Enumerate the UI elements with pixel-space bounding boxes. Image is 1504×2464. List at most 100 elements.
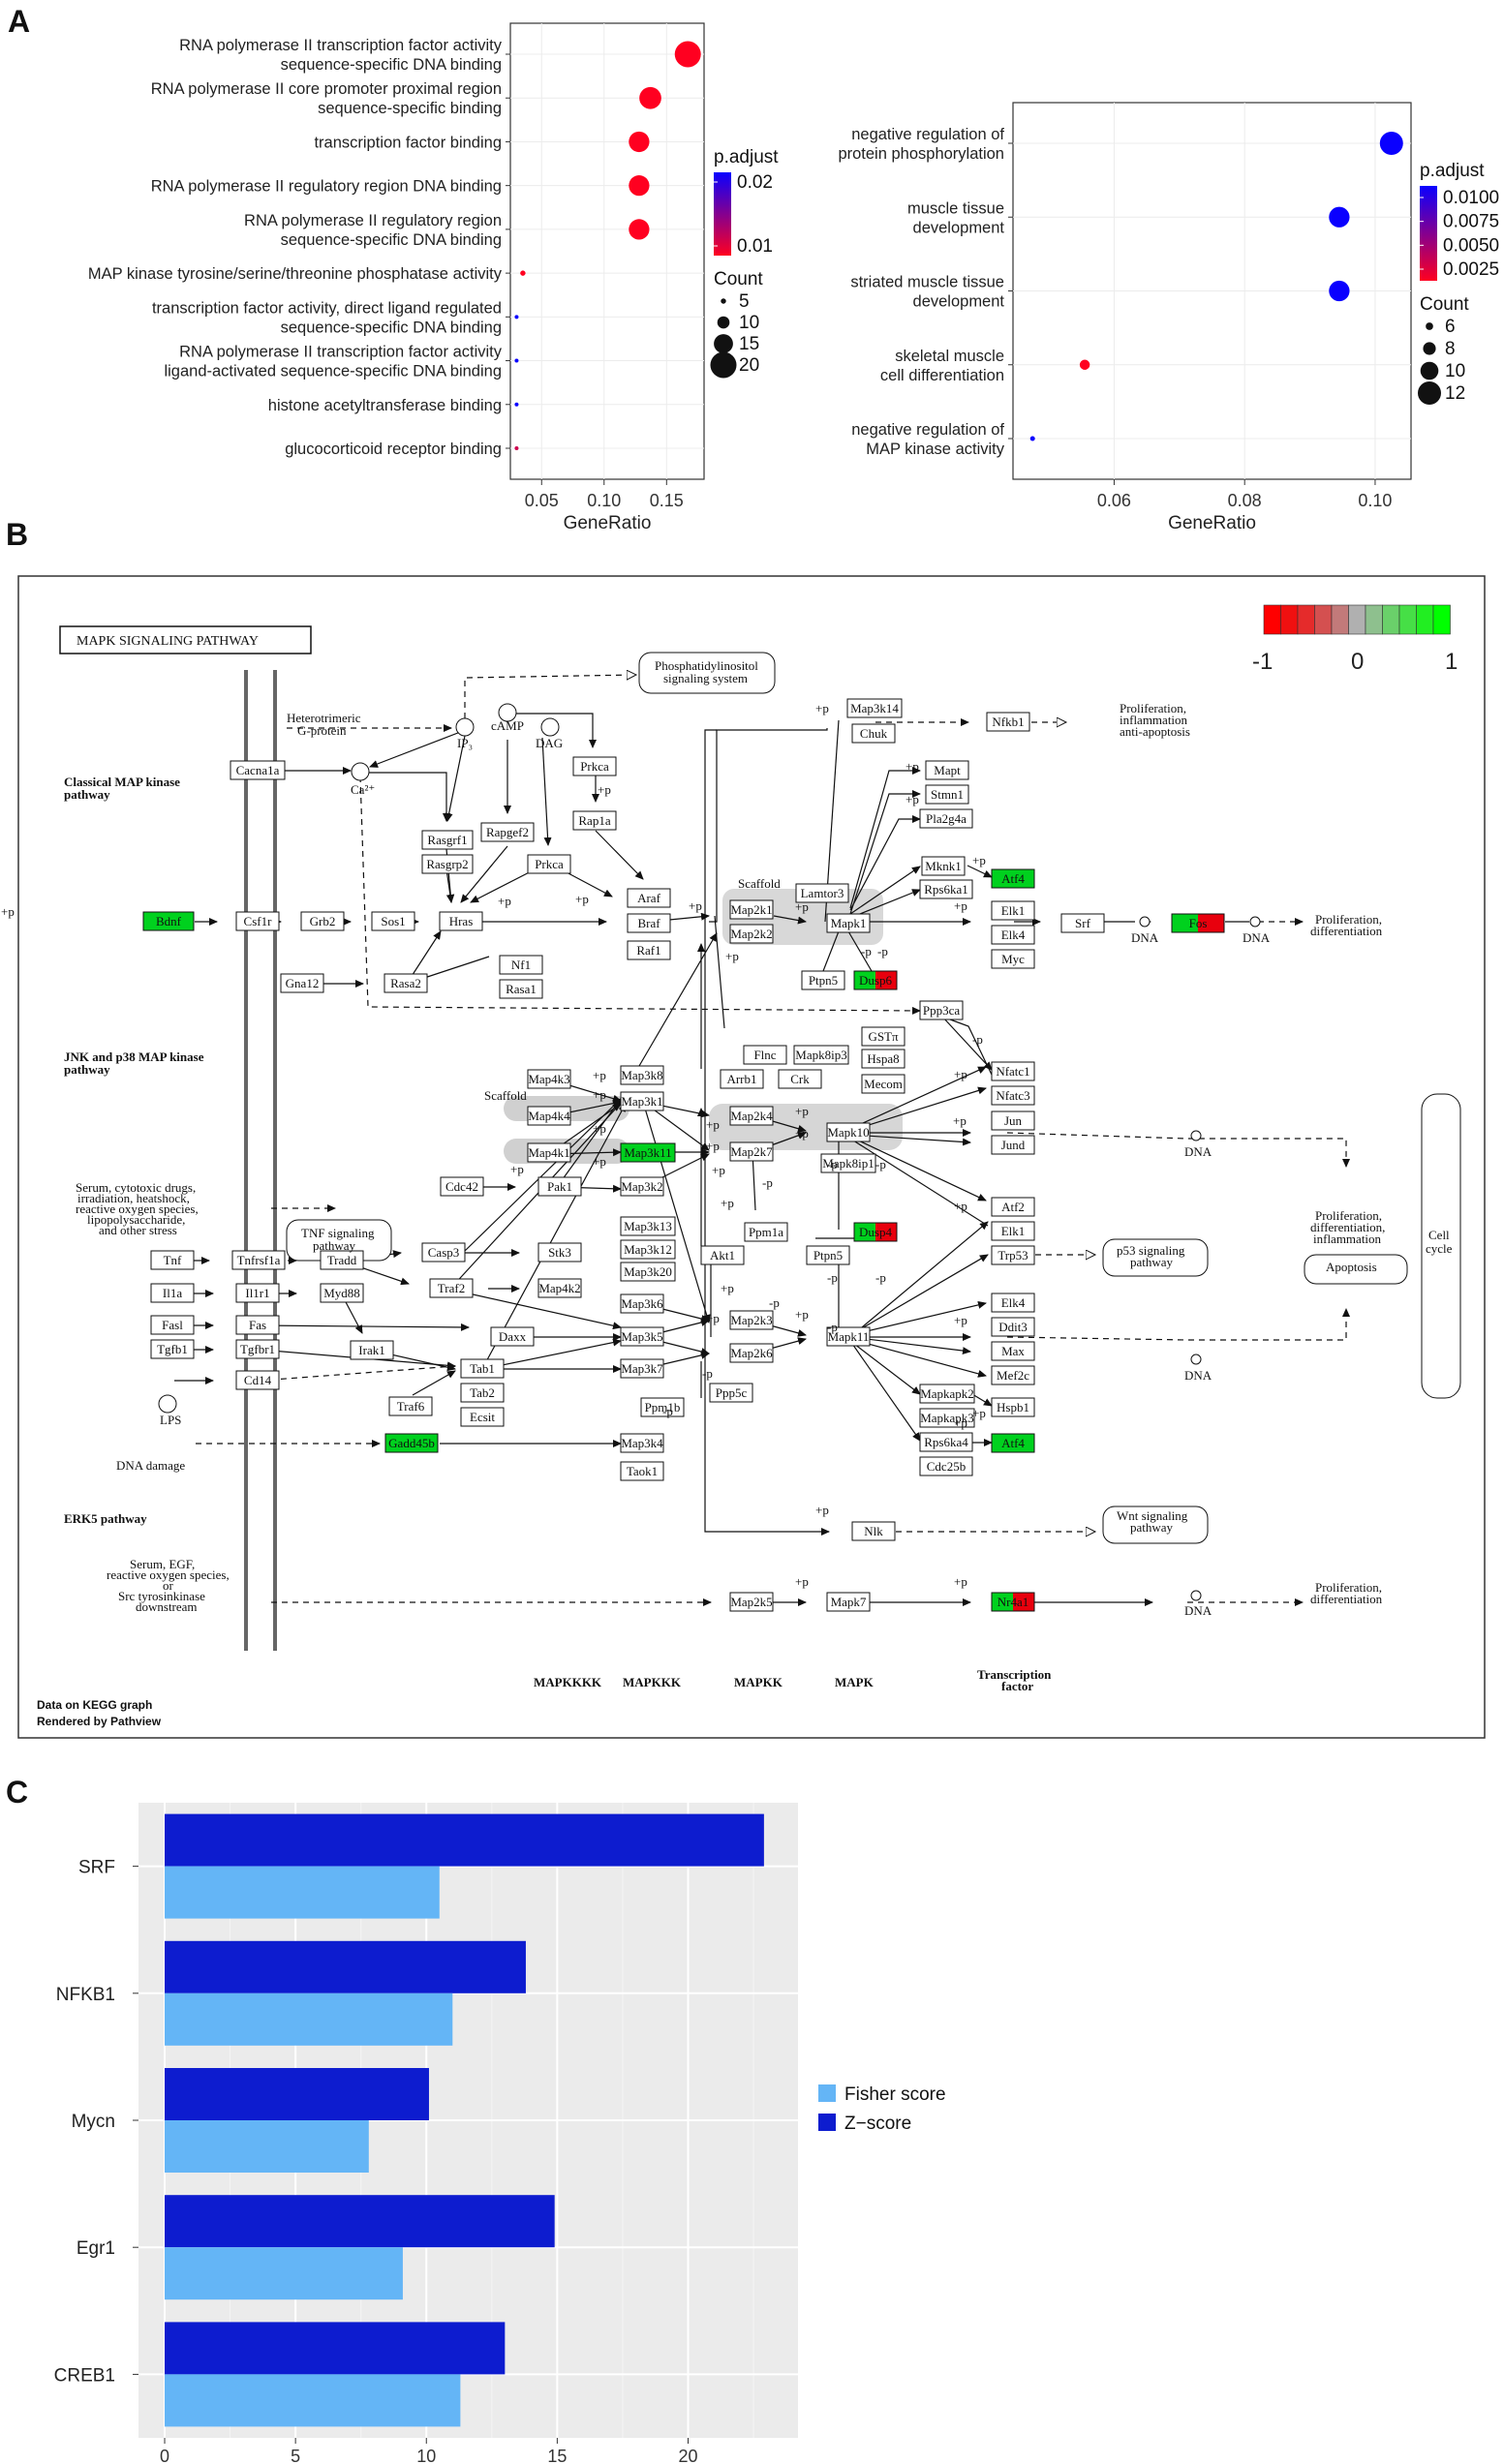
x-tick-label: 0.05 (525, 491, 559, 510)
y-category-label: RNA polymerase II core promoter proximal… (151, 80, 502, 117)
label-line: muscle tissue (907, 199, 1004, 217)
y-category-label: NFKB1 (56, 1985, 115, 2005)
gene-box-fill (820, 1153, 876, 1173)
gene-box-fill (729, 1141, 774, 1162)
gene-label: Atf4 (1001, 871, 1025, 886)
gene-box-fill (320, 1250, 364, 1270)
gene-box-fill (991, 900, 1035, 921)
kegg-label: TNF signaling (301, 1226, 375, 1240)
gene-label: Irak1 (358, 1343, 384, 1357)
gene-box-fill (620, 1216, 676, 1236)
kegg-scale-label-max: 1 (1445, 649, 1458, 675)
gene-label: Traf6 (397, 1399, 425, 1414)
gene-label: Map3k7 (621, 1361, 663, 1376)
gene-box-mapk8ip3: Mapk8ip3 (793, 1045, 849, 1065)
label-line: cell differentiation (880, 367, 1004, 384)
bar-fisher-srf (165, 1866, 440, 1919)
kegg-scale-swatch (1263, 604, 1281, 635)
label-line: RNA polymerase II core promoter proximal… (151, 80, 502, 98)
gene-box-fill (620, 1358, 664, 1379)
gene-label: Map2k7 (730, 1144, 773, 1159)
gene-box-fill (729, 924, 774, 944)
gene-box-fill (620, 1262, 676, 1282)
gene-label: Map3k4 (621, 1436, 663, 1450)
bar-zscore-srf (165, 1813, 764, 1867)
legend-size-label: 20 (739, 355, 759, 376)
gene-label: GSTπ (868, 1029, 899, 1044)
bar-fisher-nfkb1 (165, 1992, 453, 2046)
gene-box-map3k8: Map3k8 (620, 1065, 664, 1085)
kegg-label: differentiation (1310, 1592, 1383, 1606)
gene-label: Ppm1a (749, 1225, 783, 1239)
gene-box-fill (729, 1343, 774, 1363)
kegg-label: pathway (64, 1062, 110, 1077)
gene-box-fill (729, 899, 774, 920)
dephosphorylation-sign: -p (762, 1175, 773, 1190)
gene-box-fill (537, 1176, 582, 1197)
gene-box-map3k11: Map3k11 (620, 1142, 676, 1163)
gene-box-map3k20: Map3k20 (620, 1262, 676, 1282)
gene-box-gadd45b: Gadd45b (384, 1433, 439, 1453)
gene-box-fill (388, 1396, 433, 1416)
label-line: negative regulation of (851, 126, 1004, 143)
y-category-label: RNA polymerase II transcription factor a… (164, 344, 502, 380)
gene-label: Map3k2 (621, 1179, 662, 1194)
gene-label: Myd88 (323, 1286, 360, 1300)
gene-box-map2k7: Map2k7 (729, 1141, 774, 1162)
kegg-label: DNA (1243, 930, 1271, 945)
gene-box-mapk1: Mapk1 (826, 913, 871, 933)
gene-label: Il1r1 (245, 1286, 269, 1300)
kegg-label: DNA (1184, 1144, 1212, 1159)
gene-box-prkca: Prkca (527, 854, 571, 874)
x-tick-label: 0 (160, 2447, 169, 2464)
gene-label: Elk1 (1001, 903, 1026, 918)
y-category-label: histone acetyltransferase binding (268, 397, 502, 414)
gene-box-fill (231, 1250, 286, 1270)
gene-box-fill (620, 1326, 664, 1347)
legend-size-dot (717, 316, 730, 329)
gene-box-fill (620, 1065, 664, 1085)
gene-box-fill (744, 1222, 788, 1242)
kegg-label: Proliferation, (1315, 1208, 1382, 1223)
gene-box-fill (991, 949, 1035, 969)
phosphorylation-sign: +p (1, 904, 15, 919)
kegg-label: DNA damage (116, 1458, 185, 1473)
kegg-label: reactive oxygen species, (76, 1202, 199, 1216)
gene-box-elk1: Elk1 (991, 1221, 1035, 1241)
gene-box-fill (720, 1069, 764, 1089)
y-category-label: RNA polymerase II transcription factor a… (179, 37, 503, 74)
gene-label: Mknk1 (925, 859, 962, 873)
gene-box-hspb1: Hspb1 (991, 1397, 1035, 1417)
gene-box-fill (826, 1326, 871, 1347)
gene-label: Map4k4 (528, 1109, 570, 1123)
gene-box-fill (429, 1278, 474, 1298)
gene-label: Fasl (162, 1318, 183, 1332)
gene-box-arrb1: Arrb1 (720, 1069, 764, 1089)
kegg-label: pathway (313, 1238, 356, 1253)
x-tick-label: 0.08 (1228, 491, 1262, 510)
dna-node-4 (1190, 1354, 1202, 1365)
kegg-label: DNA (1184, 1603, 1212, 1618)
gene-box-mef2c: Mef2c (991, 1365, 1035, 1385)
phosphorylation-sign: +p (575, 892, 589, 906)
gene-box-fill (627, 913, 671, 933)
gene-box-irak1: Irak1 (350, 1340, 394, 1360)
gene-box-fill (150, 1250, 195, 1270)
gene-box-mapk8ip1: Mapk8ip1 (820, 1153, 876, 1173)
gene-box-hras: Hras (439, 911, 483, 931)
gene-box-fill (919, 1456, 973, 1476)
gene-box-map2k5: Map2k5 (729, 1592, 774, 1612)
gene-box-mapkapk2: Mapkapk2 (919, 1384, 975, 1404)
legend-color-label: 0.0050 (1443, 235, 1499, 256)
phosphorylation-sign: +p (972, 853, 986, 867)
kegg-label: signaling system (663, 671, 748, 685)
gene-label: Map2k5 (730, 1595, 772, 1609)
gene-box-araf: Araf (627, 888, 671, 908)
gene-label: Map3k5 (621, 1329, 662, 1344)
gene-box-braf: Braf (627, 913, 671, 933)
gene-label: Pak1 (547, 1179, 572, 1194)
kegg-label: MAPKK (734, 1675, 783, 1689)
